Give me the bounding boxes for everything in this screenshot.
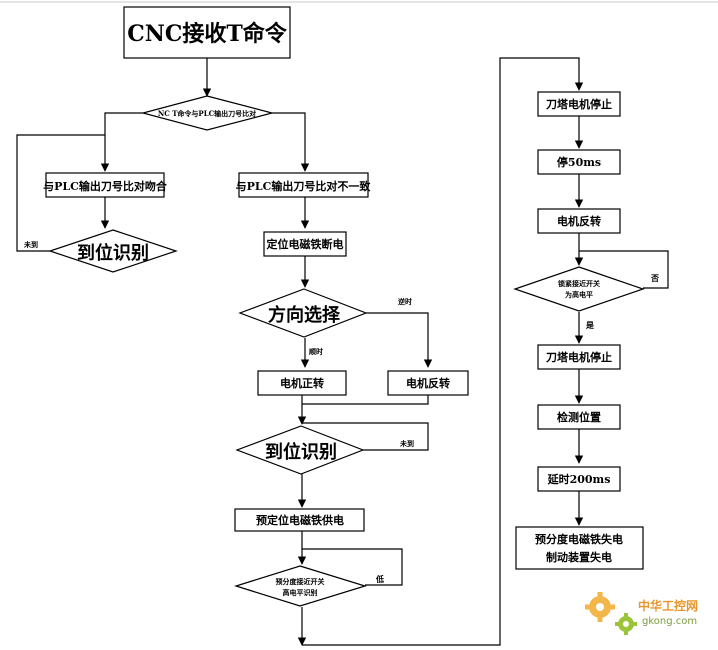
- small-gear-icon: [615, 613, 637, 635]
- delay-200ms-label: 延时200ms: [547, 472, 611, 486]
- final-label-1: 预分度电磁铁失电: [535, 532, 623, 546]
- final-label-2: 制动装置失电: [546, 550, 612, 564]
- yes-label: 是: [585, 320, 594, 330]
- motor-fwd-box: 电机正转: [257, 370, 347, 396]
- direction-label: 方向选择: [268, 304, 341, 326]
- motor-rev-left-box: 电机反转: [387, 370, 469, 396]
- mismatch-label: 与PLC输出刀号比对不一致: [236, 179, 372, 193]
- pre-div-label-2: 高电平识别: [283, 588, 318, 597]
- motor-rev-right-label: 电机反转: [557, 214, 601, 228]
- check-pos-label: 检测位置: [557, 410, 601, 424]
- no-label: 否: [650, 273, 659, 283]
- match-box: 与PLC输出刀号比对吻合: [43, 172, 168, 198]
- detect-diamond: 锁紧接近开关 为高电平: [513, 266, 645, 312]
- pre-div-label-1: 预分度接近开关: [276, 577, 325, 586]
- motor-rev-left-label: 电机反转: [406, 376, 450, 390]
- motor-fwd-label: 电机正转: [280, 376, 324, 390]
- pre-pos-on-box: 预定位电磁铁供电: [234, 508, 365, 532]
- forward-dir-label: 顺时: [309, 347, 323, 356]
- motor-rev-right-box: 电机反转: [537, 208, 621, 234]
- arrive1-diamond: 到位识别: [48, 229, 178, 273]
- not-arrived-2-label: 未到: [400, 439, 414, 448]
- detect-label-2: 为高电平: [565, 290, 593, 299]
- detect-label-1: 锁紧接近开关: [557, 279, 600, 288]
- direction-diamond: 方向选择: [238, 288, 368, 338]
- tower-stop-1-label: 刀塔电机停止: [546, 97, 612, 111]
- start-box: CNC接收T命令: [123, 6, 291, 59]
- pre-pos-on-label: 预定位电磁铁供电: [256, 513, 344, 527]
- watermark-brand: 中华工控网: [638, 598, 698, 613]
- check-pos-box: 检测位置: [537, 404, 621, 430]
- final-box: 预分度电磁铁失电 制动装置失电: [515, 526, 644, 570]
- stop-50ms-label: 停50ms: [557, 155, 601, 169]
- pre-div-diamond: 预分度接近开关 高电平识别: [233, 565, 368, 607]
- tower-stop-2-label: 刀塔电机停止: [546, 350, 612, 364]
- not-arrived-1-label: 未到: [24, 240, 38, 249]
- watermark: 中华工控网 gkong.com: [585, 592, 698, 635]
- low-label: 低: [375, 574, 384, 584]
- arrive2-diamond: 到位识别: [235, 425, 365, 475]
- delay-200ms-box: 延时200ms: [537, 466, 621, 492]
- connectors: [16, 57, 669, 646]
- mismatch-box: 与PLC输出刀号比对不一致: [236, 172, 372, 198]
- tower-stop-1-box: 刀塔电机停止: [537, 91, 621, 117]
- arrive1-label: 到位识别: [77, 242, 149, 264]
- tower-stop-2-box: 刀塔电机停止: [537, 344, 621, 370]
- gear-icon: [585, 592, 615, 622]
- compare-label: NC T命令与PLC输出刀号比对: [158, 109, 256, 118]
- arrive2-label: 到位识别: [265, 441, 337, 463]
- pos-off-label: 定位电磁铁断电: [267, 237, 344, 251]
- match-label: 与PLC输出刀号比对吻合: [43, 179, 168, 193]
- stop-50ms-box: 停50ms: [537, 149, 621, 175]
- start-label: CNC接收T命令: [127, 21, 288, 47]
- pos-off-box: 定位电磁铁断电: [263, 231, 347, 257]
- compare-diamond: NC T命令与PLC输出刀号比对: [140, 95, 275, 131]
- watermark-url: gkong.com: [642, 616, 697, 627]
- reverse-dir-label: 逆时: [398, 297, 412, 306]
